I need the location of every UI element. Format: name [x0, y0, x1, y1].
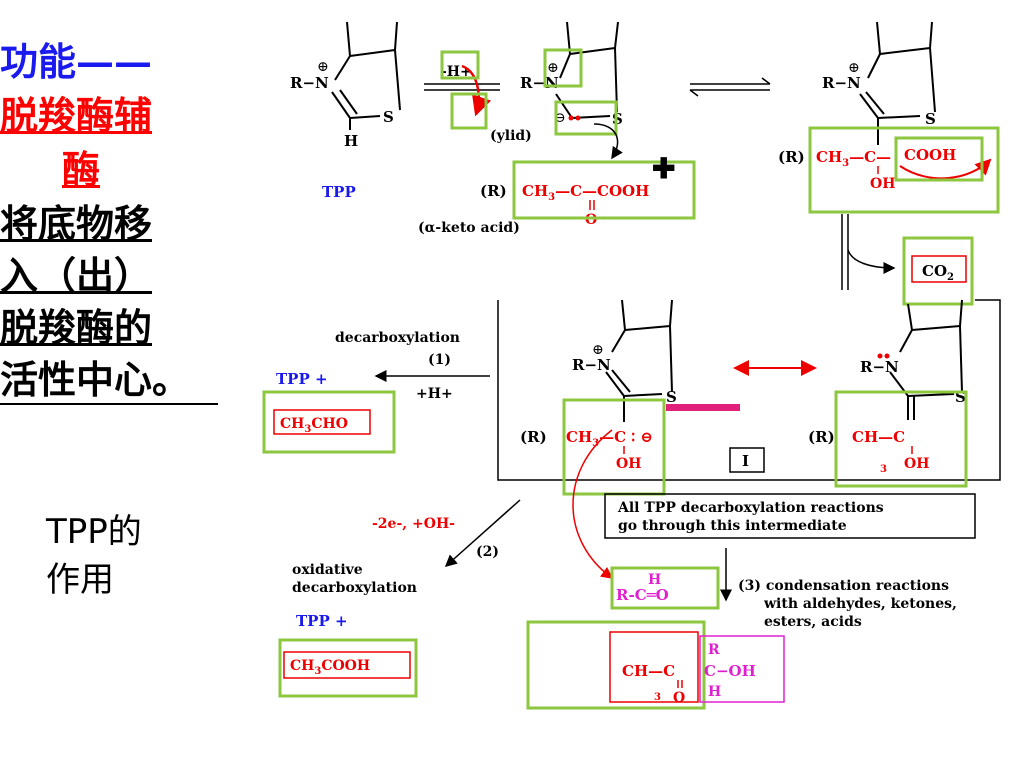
h-label-1: H	[344, 132, 358, 150]
product-h: H	[708, 684, 721, 700]
oxid-decarboxylation-label: decarboxylation	[292, 580, 417, 596]
aldehyde-formula: R-C═O	[616, 586, 669, 604]
highlight-enamine	[834, 390, 968, 488]
r-n-label-2: R−N	[520, 74, 559, 92]
tpp-role-label: TPP的 作用	[46, 512, 142, 600]
step-3-line-2: with aldehydes, ketones,	[763, 596, 957, 612]
r-n-label-5: R−N	[860, 358, 899, 376]
step-1-label: (1)	[428, 352, 451, 368]
desc-line-2: 入（出）	[0, 253, 153, 298]
r-label-keto: (R)	[480, 182, 507, 200]
enamine-ring	[889, 299, 963, 420]
highlight-adduct	[808, 126, 1000, 214]
plus-symbol: ✚	[652, 152, 675, 185]
plus-h-label: +H+	[416, 386, 453, 402]
svg-text:O: O	[585, 212, 597, 228]
ylid-ring	[555, 21, 619, 119]
highlight-acetic-acid	[278, 638, 418, 698]
r-label-int: (R)	[520, 428, 547, 446]
plus-charge-3: ⊕	[848, 60, 860, 76]
note-line-2: go through this intermediate	[618, 518, 847, 534]
tpp-plus-2: TPP +	[296, 612, 348, 630]
highlight-cooh	[894, 136, 984, 182]
desc-line-3: 脱羧酶的	[0, 305, 153, 350]
title-coenzyme-end: 酶	[62, 147, 101, 192]
highlight-product	[526, 620, 706, 710]
svg-text:O: O	[673, 690, 685, 706]
oxidative-label: oxidative	[292, 562, 363, 578]
int-formula: CH3—C ∶ ⊖	[566, 428, 653, 449]
highlight-h	[440, 50, 480, 80]
highlight-keto-acid	[512, 160, 696, 220]
keto-acid-formula: CH3—C—COOH	[522, 182, 649, 203]
r-label-adduct: (R)	[778, 148, 805, 166]
product-ch: CH—C	[622, 662, 675, 680]
title-function: 功能——	[0, 39, 153, 84]
highlight-acetaldehyde	[262, 390, 396, 454]
highlight-aldehyde	[610, 566, 720, 610]
oxid-charge-label: -2e-, +OH-	[372, 516, 455, 532]
product-r: R	[708, 642, 720, 658]
highlight-n-plus	[543, 48, 583, 88]
minus-charge-2: ⊖	[554, 110, 566, 126]
product-c-oh: C−OH	[704, 662, 756, 680]
plus-charge-1: ⊕	[317, 59, 329, 75]
plus-charge-2: ⊕	[547, 60, 559, 76]
r-label-enamine: (R)	[808, 428, 835, 446]
step-3-line-3: esters, acids	[764, 614, 862, 630]
co2-label: CO2	[922, 262, 954, 283]
step-2-label: (2)	[476, 544, 499, 560]
svg-text:3: 3	[880, 464, 887, 475]
adduct-formula: CH3—C—	[816, 148, 891, 169]
pink-bar	[666, 404, 740, 411]
intermediate-label: I	[742, 452, 749, 470]
highlight-carbanion	[554, 100, 618, 136]
r-n-label-4: R−N	[572, 356, 611, 374]
intermediate-ring	[605, 299, 673, 422]
tpp-label: TPP	[322, 183, 356, 201]
note-line-1: All TPP decarboxylation reactions	[617, 500, 884, 516]
adduct-cooh: COOH	[904, 146, 956, 164]
acetic-acid-formula: CH3COOH	[290, 658, 370, 677]
adduct-oh: OH	[870, 176, 895, 192]
decarboxylation-label: decarboxylation	[335, 330, 460, 346]
tpp-plus-1: TPP +	[276, 370, 328, 388]
highlight-co2	[902, 236, 974, 306]
s-label-4: S	[666, 388, 677, 406]
underline-rule	[0, 403, 218, 405]
int-oh: OH	[616, 456, 641, 472]
s-label-3: S	[925, 110, 936, 128]
s-label-5: S	[955, 388, 966, 406]
step-3-line-1: (3) condensation reactions	[738, 578, 949, 594]
r-n-label-1: R−N	[290, 74, 329, 92]
acetaldehyde-formula: CH3CHO	[280, 416, 348, 435]
s-label-1: S	[383, 108, 394, 126]
adduct-ring	[859, 21, 936, 145]
keto-acid-label: (α-keto acid)	[418, 220, 520, 236]
desc-line-1: 将底物移	[0, 201, 153, 246]
desc-line-4: 活性中心。	[0, 357, 191, 402]
aldehyde-h: H	[648, 572, 661, 588]
title-decarboxylase-coenzyme: 脱羧酶辅	[0, 93, 153, 138]
plus-charge-4: ⊕	[592, 342, 604, 358]
enamine-formula: CH—C	[852, 428, 905, 446]
r-n-label-3: R−N	[822, 74, 861, 92]
enamine-oh: OH	[904, 456, 929, 472]
highlight-bond	[450, 92, 488, 130]
tpp-ring-1	[331, 21, 401, 130]
ylid-label: (ylid)	[490, 128, 532, 144]
svg-text:3: 3	[654, 692, 661, 703]
